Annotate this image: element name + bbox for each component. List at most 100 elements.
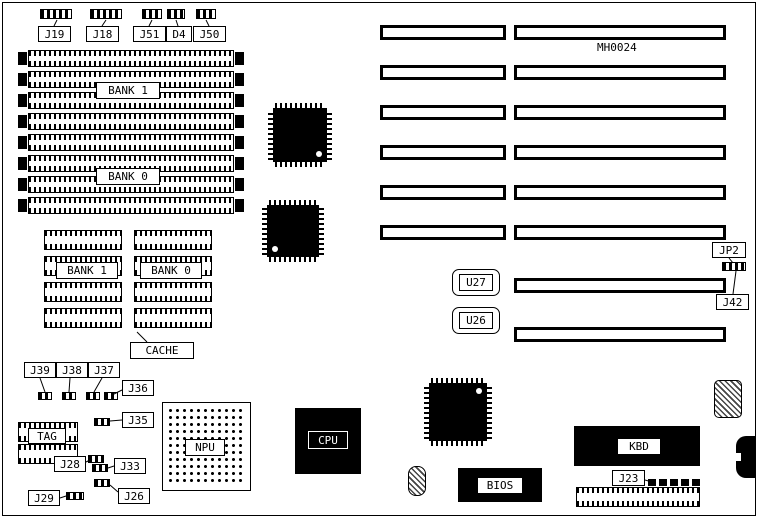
simm-socket <box>28 92 234 109</box>
qfp-pins <box>431 378 485 383</box>
simm-clip <box>235 157 244 170</box>
label-j18: J18 <box>86 26 119 42</box>
part-number: MH0024 <box>597 41 637 54</box>
simm-clip <box>18 73 27 86</box>
simm-clip <box>235 178 244 191</box>
label-cache-bank0: BANK 0 <box>140 262 202 279</box>
jumper-j37 <box>86 392 100 400</box>
led-d4 <box>167 9 185 19</box>
label-j50: J50 <box>193 26 226 42</box>
header-j50 <box>196 9 216 19</box>
label-j35: J35 <box>122 412 154 428</box>
simm-clip <box>235 136 244 149</box>
isa-slot <box>514 327 726 342</box>
qfp-pins <box>487 385 492 439</box>
label-npu: NPU <box>185 439 225 456</box>
isa-slot <box>514 25 726 40</box>
qfp-pins <box>262 207 267 255</box>
label-cache-bank1: BANK 1 <box>56 262 118 279</box>
jumper-j26 <box>94 479 110 487</box>
isa-slot <box>380 25 506 40</box>
cache-chip <box>44 308 122 328</box>
jumper-pin <box>681 479 689 486</box>
isa-slot <box>380 145 506 160</box>
jumper-jp2 <box>722 262 746 271</box>
qfp-pins <box>269 200 317 205</box>
isa-slot <box>380 105 506 120</box>
label-d4: D4 <box>166 26 192 42</box>
isa-slot <box>514 65 726 80</box>
simm-clip <box>235 94 244 107</box>
qfp-chip <box>424 378 492 446</box>
simm-clip <box>235 199 244 212</box>
simm-clip <box>18 52 27 65</box>
isa-slot <box>514 145 726 160</box>
label-j33: J33 <box>114 458 146 474</box>
label-j37: J37 <box>88 362 120 378</box>
label-j19: J19 <box>38 26 71 42</box>
jumper-j39 <box>38 392 52 400</box>
label-j23: J23 <box>612 470 645 486</box>
label-j26: J26 <box>118 488 150 504</box>
qfp-pins <box>268 110 273 160</box>
simm-clip <box>18 178 27 191</box>
pin1-dot <box>272 246 278 252</box>
label-cpu: CPU <box>308 431 348 449</box>
jumper-j38 <box>62 392 76 400</box>
cache-chip <box>44 230 122 250</box>
qfp-chip <box>268 103 332 167</box>
label-simm-bank0: BANK 0 <box>96 168 160 185</box>
qfp-pins <box>319 207 324 255</box>
simm-socket <box>28 197 234 214</box>
isa-slot <box>380 65 506 80</box>
qfp-pins <box>424 385 429 439</box>
label-cache: CACHE <box>130 342 194 359</box>
simm-clip <box>235 52 244 65</box>
cache-chip <box>134 282 212 302</box>
cache-chip <box>134 230 212 250</box>
isa-slot <box>514 225 726 240</box>
cache-chip <box>134 308 212 328</box>
label-j29: J29 <box>28 490 60 506</box>
qfp-pins <box>431 441 485 446</box>
jumper-j35 <box>94 418 110 426</box>
header-j51 <box>142 9 162 19</box>
simm-clip <box>235 73 244 86</box>
label-j39: J39 <box>24 362 56 378</box>
simm-clip <box>18 199 27 212</box>
simm-clip <box>18 115 27 128</box>
qfp-pins <box>275 162 325 167</box>
jumper-j33 <box>92 464 108 472</box>
simm-clip <box>235 115 244 128</box>
qfp-pins <box>275 103 325 108</box>
label-u27: U27 <box>459 274 493 291</box>
label-jp2: JP2 <box>712 242 746 258</box>
isa-slot <box>380 225 506 240</box>
qfp-pins <box>327 110 332 160</box>
isa-slot <box>514 185 726 200</box>
pin1-dot <box>316 151 322 157</box>
simm-socket <box>28 50 234 67</box>
header-j18 <box>90 9 122 19</box>
keyboard-connector <box>736 436 756 478</box>
simm-clip <box>18 157 27 170</box>
simm-socket <box>28 155 234 172</box>
jumper-pin <box>670 479 678 486</box>
jumper-pin <box>648 479 656 486</box>
qfp-pins <box>269 257 317 262</box>
label-j38: J38 <box>56 362 88 378</box>
jumper-pin <box>659 479 667 486</box>
qfp-chip <box>262 200 324 262</box>
jumper-j36 <box>104 392 118 400</box>
isa-slot <box>514 105 726 120</box>
fuse-component <box>714 380 742 418</box>
isa-slot <box>514 278 726 293</box>
label-j36: J36 <box>122 380 154 396</box>
cache-chip <box>44 282 122 302</box>
simm-clip <box>18 136 27 149</box>
power-connector <box>576 487 700 507</box>
label-u26: U26 <box>459 312 493 329</box>
cpu-chip <box>295 408 361 474</box>
